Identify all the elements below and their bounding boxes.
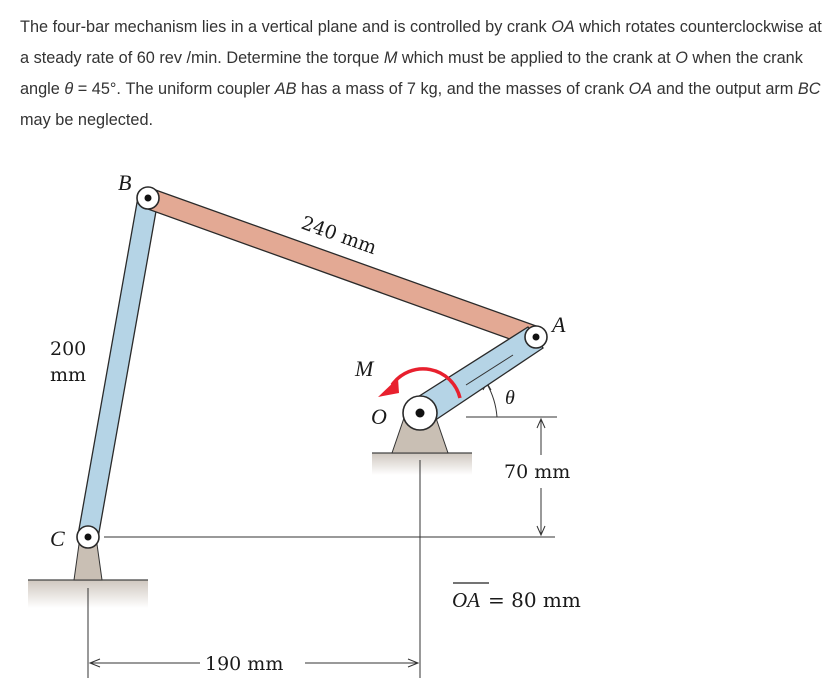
label-horizontal-distance: 190 mm (205, 653, 283, 675)
symbol-text: OA (628, 80, 653, 98)
label-o: O (371, 404, 387, 429)
torque-arrow-icon (378, 367, 462, 399)
statement-text: and the output arm (652, 80, 798, 98)
statement-text: when the crank angle (20, 49, 803, 98)
label-crank-value: = 80 mm (488, 588, 581, 612)
label-crank-name: OA (452, 588, 480, 612)
symbol-text: θ (64, 80, 74, 98)
label-theta: θ (505, 387, 515, 409)
coupler-ab (144, 187, 540, 348)
statement-text: which must be applied to the crank at (397, 49, 676, 67)
label-c: C (50, 526, 65, 551)
statement-text: may be neglected. (20, 111, 154, 129)
pin-a (524, 325, 548, 349)
problem-statement: The four-bar mechanism lies in a vertica… (20, 12, 830, 136)
pin-b (136, 186, 160, 210)
symbol-text: BC (797, 80, 821, 98)
statement-text: which rotates counterclockwise at a stea… (20, 18, 822, 67)
output-arm-bc (77, 196, 159, 539)
symbol-text: M (383, 49, 398, 67)
symbol-text: OA (551, 18, 575, 36)
statement-text: has a mass of 7 kg, and the masses of cr… (296, 80, 629, 98)
pin-c (76, 525, 100, 549)
label-vertical-offset: 70 mm (504, 461, 570, 483)
label-crank-length: OA = 80 mm (452, 582, 581, 612)
label-b: B (118, 170, 131, 195)
ground-o (372, 452, 472, 475)
pin-o (402, 395, 438, 431)
symbol-text: AB (274, 80, 297, 98)
label-a: A (550, 312, 566, 337)
label-arm-length-value: 200 (50, 338, 86, 360)
label-arm-length-unit: mm (50, 364, 86, 386)
dimension-lines (87, 381, 557, 678)
label-m: M (354, 356, 375, 381)
statement-text: The four-bar mechanism lies in a vertica… (20, 18, 552, 36)
symbol-text: O (675, 49, 688, 67)
statement-text: = 45°. The uniform coupler (73, 80, 275, 98)
